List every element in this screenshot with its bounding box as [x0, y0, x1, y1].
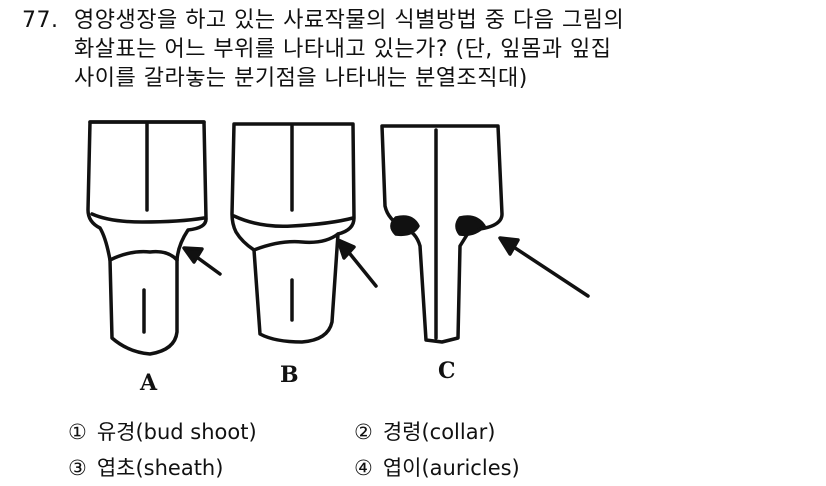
option-3-text: 엽초(sheath) — [96, 456, 224, 480]
grass-diagram-c — [380, 124, 590, 344]
figure-label-c: C — [438, 358, 456, 384]
option-1-text: 유경(bud shoot) — [96, 420, 257, 444]
question-number: 77. — [22, 8, 59, 33]
figure-label-a: A — [139, 370, 158, 395]
option-3-number: ③ — [68, 456, 87, 480]
option-4[interactable]: ④ 엽이(auricles) — [354, 450, 640, 486]
options-row-2: ③ 엽초(sheath) ④ 엽이(auricles) — [68, 450, 768, 486]
question-line-3: 사이를 갈라놓는 분기점을 나타내는 분열조직대) — [74, 66, 528, 91]
question-line-1: 77. 영양생장을 하고 있는 사료작물의 식별방법 중 다음 그림의 — [22, 6, 812, 35]
question-line-2: 화살표는 어느 부위를 나타내고 있는가? (단, 잎몸과 잎집 — [74, 37, 612, 62]
options-row-1: ① 유경(bud shoot) ② 경령(collar) — [68, 414, 768, 450]
figure-label-b: B — [280, 362, 299, 388]
grass-diagram-a — [86, 120, 222, 356]
question-text-1: 영양생장을 하고 있는 사료작물의 식별방법 중 다음 그림의 — [74, 8, 625, 33]
option-3[interactable]: ③ 엽초(sheath) — [68, 450, 354, 486]
option-2[interactable]: ② 경령(collar) — [354, 414, 640, 450]
question: 77. 영양생장을 하고 있는 사료작물의 식별방법 중 다음 그림의 화살표는 … — [22, 6, 812, 93]
option-4-number: ④ — [354, 456, 373, 480]
grass-diagram-b — [230, 122, 378, 344]
option-4-text: 엽이(auricles) — [382, 456, 520, 480]
leaf-collar-figure: A B C — [70, 110, 610, 395]
option-2-text: 경령(collar) — [382, 420, 496, 444]
answer-options: ① 유경(bud shoot) ② 경령(collar) ③ 엽초(sheath) ④… — [68, 414, 768, 486]
option-1[interactable]: ① 유경(bud shoot) — [68, 414, 354, 450]
option-1-number: ① — [68, 420, 87, 444]
option-2-number: ② — [354, 420, 373, 444]
